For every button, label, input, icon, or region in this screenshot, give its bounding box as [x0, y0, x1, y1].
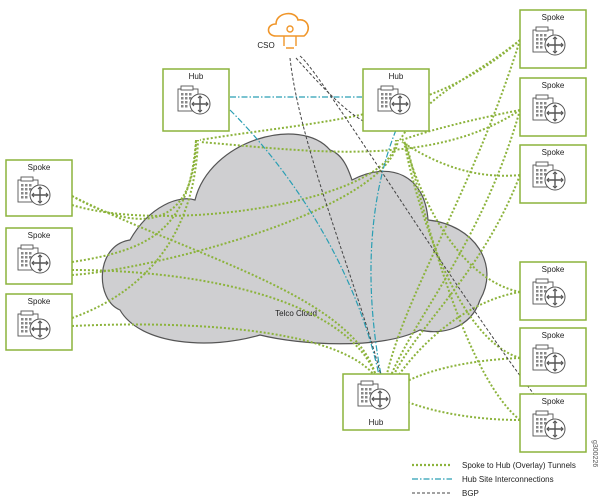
spoke-label: Spoke [542, 397, 565, 406]
hub-interconnections [229, 96, 397, 381]
cloud-label: Telco Cloud [275, 309, 317, 318]
spoke-label: Spoke [542, 331, 565, 340]
legend-label: BGP [462, 489, 479, 498]
spoke-label: Spoke [28, 231, 51, 240]
spoke-left-3[interactable]: Spoke [5, 293, 73, 351]
spoke-label: Spoke [28, 297, 51, 306]
spoke-left-2[interactable]: Spoke [5, 227, 73, 285]
spoke-label: Spoke [542, 148, 565, 157]
cso-label: CSO [257, 41, 274, 50]
hub-bottom[interactable]: Hub [342, 373, 410, 431]
legend-item-overlay: Spoke to Hub (Overlay) Tunnels [412, 461, 576, 470]
legend: Spoke to Hub (Overlay) Tunnels Hub Site … [412, 461, 576, 498]
figure-id: g300226 [591, 440, 598, 467]
cso-cloud-icon [267, 12, 310, 37]
hub-label: Hub [189, 72, 204, 81]
overlay-tunnels [71, 39, 521, 421]
hub-right[interactable]: Hub [362, 68, 430, 132]
hub-left[interactable]: Hub [162, 68, 230, 132]
spoke-right-3[interactable]: Spoke [519, 144, 587, 204]
spoke-right-2[interactable]: Spoke [519, 77, 587, 137]
legend-label: Hub Site Interconnections [462, 475, 554, 484]
legend-label: Spoke to Hub (Overlay) Tunnels [462, 461, 576, 470]
spoke-label: Spoke [542, 265, 565, 274]
spoke-left-1[interactable]: Spoke [5, 159, 73, 217]
spoke-right-5[interactable]: Spoke [519, 327, 587, 387]
hub-label: Hub [389, 72, 404, 81]
spoke-right-4[interactable]: Spoke [519, 261, 587, 321]
spoke-label: Spoke [28, 163, 51, 172]
cso-node[interactable]: CSO [257, 12, 310, 50]
legend-item-hub-interconnect: Hub Site Interconnections [412, 475, 554, 484]
telco-cloud [101, 133, 488, 345]
spoke-label: Spoke [542, 81, 565, 90]
legend-item-bgp: BGP [412, 489, 479, 498]
hub-label: Hub [369, 418, 384, 427]
spoke-right-6[interactable]: Spoke [519, 393, 587, 453]
spoke-label: Spoke [542, 13, 565, 22]
spoke-right-1[interactable]: Spoke [519, 9, 587, 69]
